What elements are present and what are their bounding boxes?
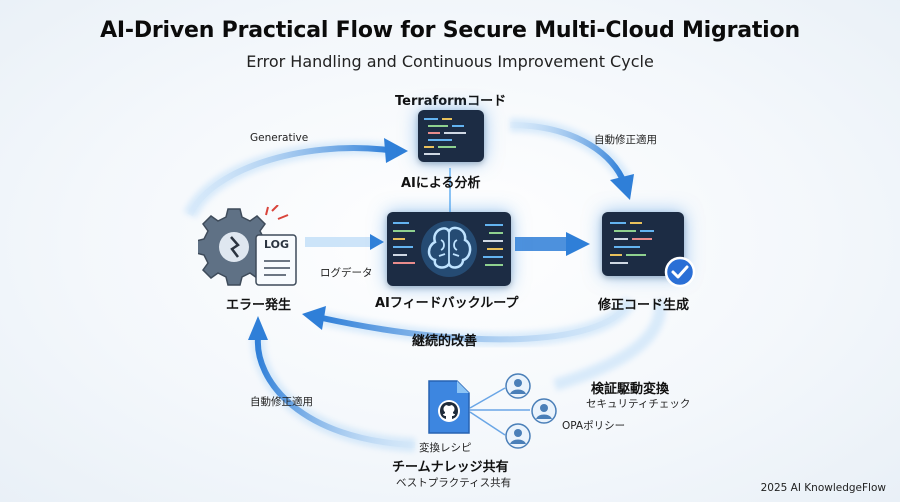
- team-knowledge-label: チームナレッジ共有: [392, 460, 509, 475]
- arrow-head-log-data: [370, 234, 384, 250]
- recipe-caption: 変換レシピ: [419, 442, 472, 454]
- page-title: AI-Driven Practical Flow for Secure Mult…: [100, 18, 800, 43]
- fan-line-3: [469, 411, 506, 436]
- ai-analysis-label: AIによる分析: [401, 176, 481, 191]
- arrow-head-continuous: [302, 306, 326, 330]
- ai-feedback-panel: [387, 212, 511, 286]
- arrow-continuous: [321, 298, 633, 343]
- best-practice-label: ベストプラクティス共有: [396, 477, 512, 489]
- auto-fix-top-label: 自動修正適用: [594, 134, 657, 146]
- arrow-head-error-to-terraform: [384, 138, 408, 163]
- footer-credit: 2025 AI KnowledgeFlow: [760, 482, 886, 494]
- generative-label: Generative: [250, 132, 309, 144]
- ai-feedback-loop-label: AIフィードバックループ: [375, 296, 519, 311]
- arrow-fixed-to-verify: [553, 299, 667, 391]
- verification-driven-conversion-label: 検証駆動変換: [591, 382, 670, 397]
- team-member-icon: [505, 423, 531, 449]
- arrow-head-feedback-to-fixed: [566, 232, 590, 256]
- code-lines-icon: [610, 222, 654, 264]
- arrow-head-team-to-error: [248, 316, 268, 340]
- page-subtitle: Error Handling and Continuous Improvemen…: [246, 52, 654, 71]
- error-gear-log-icon: [198, 205, 297, 286]
- recipe-document-icon: [428, 380, 470, 434]
- terraform-code-label: Terraformコード: [395, 94, 507, 109]
- continuous-improvement-label: 継続的改善: [412, 334, 478, 349]
- fixed-code-generation-label: 修正コード生成: [598, 298, 690, 313]
- brain-icon: [393, 221, 503, 277]
- team-member-icon: [505, 373, 531, 399]
- security-check-label: セキュリティチェック: [586, 398, 691, 410]
- team-member-icon: [531, 398, 557, 424]
- fan-line-1: [469, 387, 506, 409]
- log-data-label: ログデータ: [320, 267, 373, 279]
- check-badge-icon: [664, 256, 696, 288]
- code-lines-icon: [424, 118, 466, 155]
- auto-fix-bottom-label: 自動修正適用: [250, 396, 313, 408]
- terraform-code-panel: [418, 110, 484, 162]
- arrow-team-to-error: [254, 337, 416, 448]
- arrow-terraform-to-fixed: [509, 122, 625, 180]
- arrow-head-terraform-to-fixed: [610, 174, 634, 200]
- arrow-error-to-terraform: [187, 145, 389, 217]
- log-badge: LOG: [264, 238, 289, 251]
- opa-policy-label: OPAポリシー: [562, 420, 626, 432]
- error-occurred-label: エラー発生: [226, 298, 292, 313]
